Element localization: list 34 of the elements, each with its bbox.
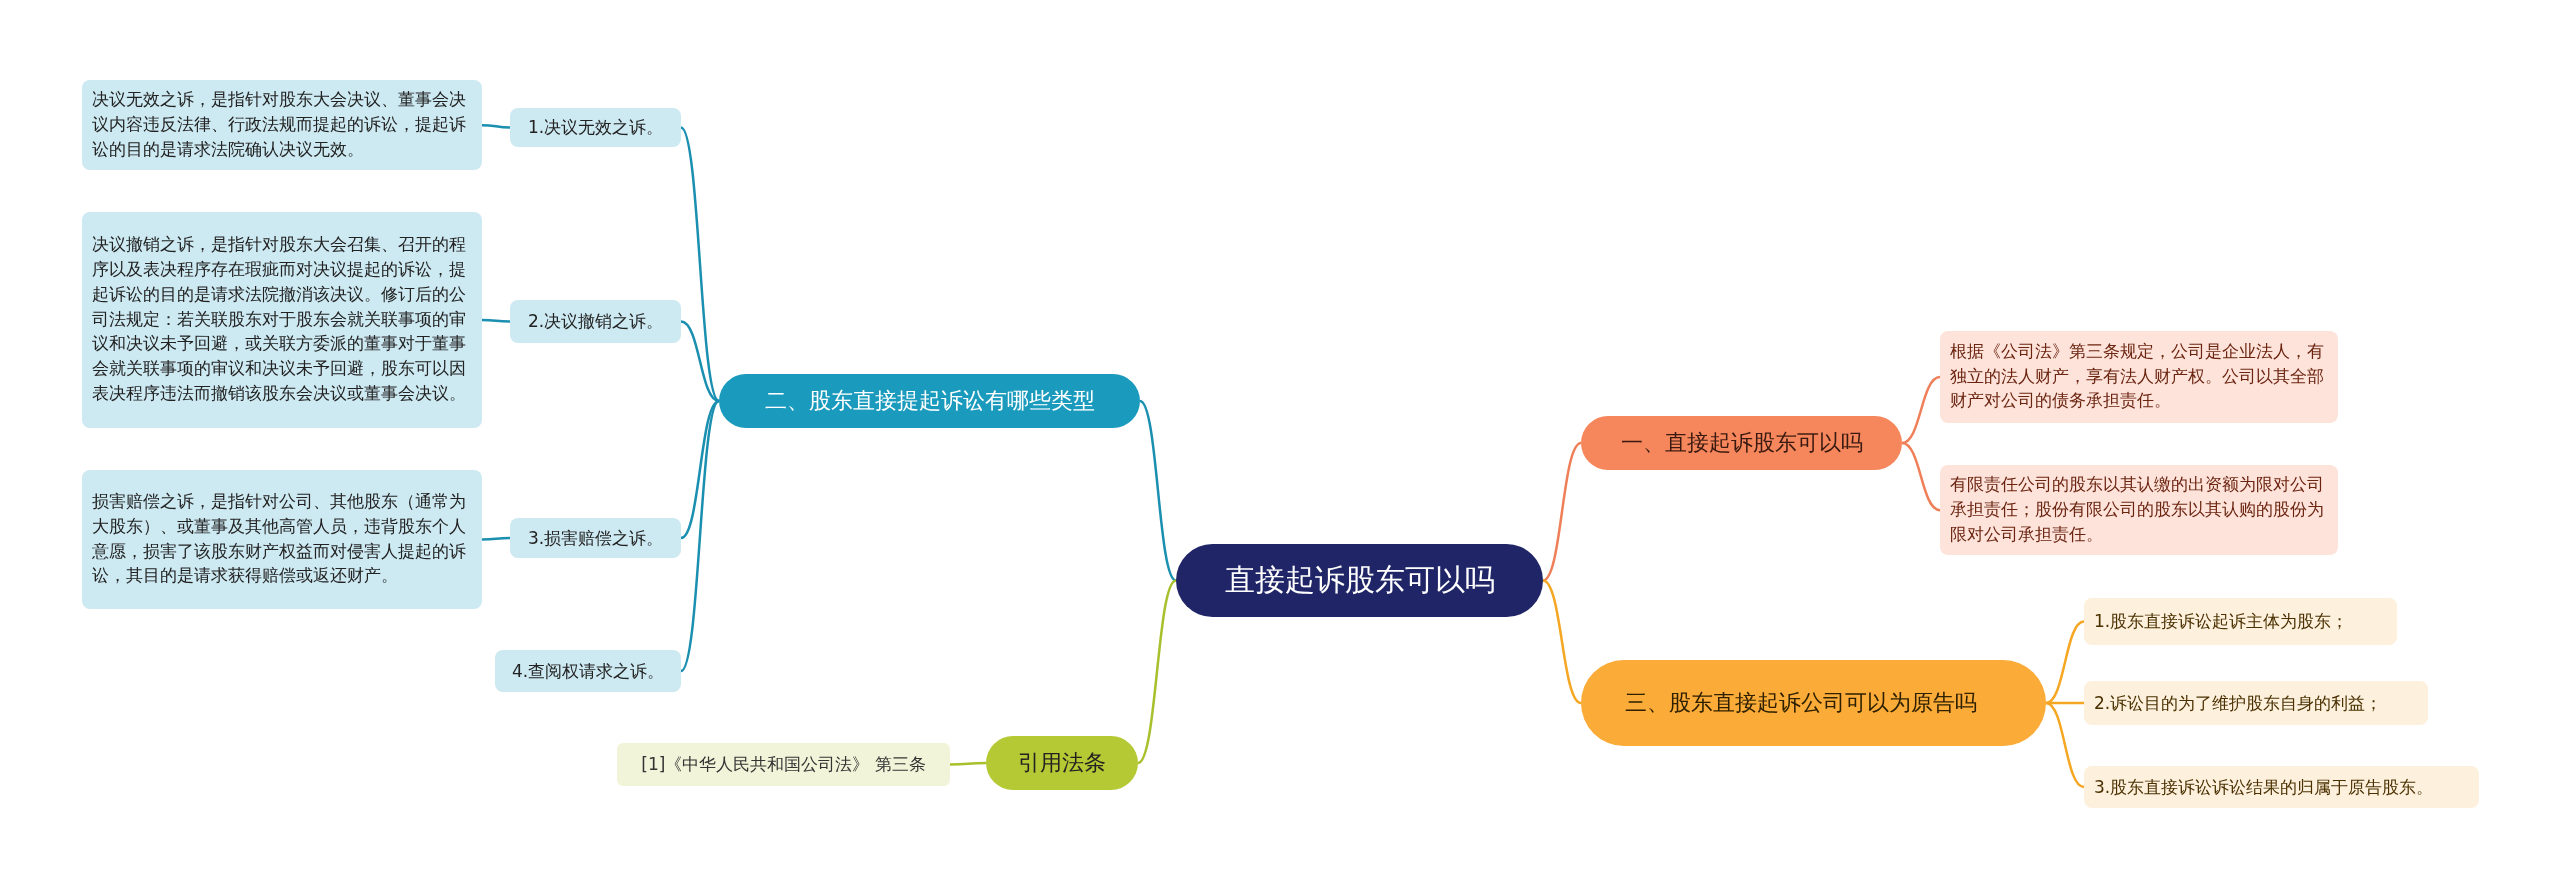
subtopic: 2.决议撤销之诉。 <box>510 300 681 343</box>
connector-line <box>1139 400 1177 582</box>
subtopic: 2.诉讼目的为了维护股东自身的利益； <box>2084 681 2428 725</box>
reference-box: [1]《中华人民共和国公司法》 第三条 <box>617 743 950 786</box>
branch-topic: 二、股东直接提起诉讼有哪些类型 <box>719 374 1140 428</box>
connector-line <box>482 536 510 541</box>
connector-line <box>1137 579 1177 764</box>
connector-line <box>1542 579 1582 705</box>
connector-line <box>1542 441 1582 582</box>
connector-line <box>2046 701 2084 705</box>
branch-topic: 一、直接起诉股东可以吗 <box>1581 416 1902 470</box>
central-topic: 直接起诉股东可以吗 <box>1176 544 1543 617</box>
connector-line <box>680 400 720 672</box>
connector-line <box>482 318 510 323</box>
note-box: 损害赔偿之诉，是指针对公司、其他股东（通常为大股东）、或董事及其他高管人员，违背股东个人意愿，损害了该股东财产权益而对侵害人提起的诉讼，其目的是请求获得赔偿或返还财产。 <box>82 470 482 609</box>
connector-line <box>680 126 720 402</box>
note-box: 决议无效之诉，是指针对股东大会决议、董事会决议内容违反法律、行政法规而提起的诉讼，提起诉讼的目的是请求法院确认决议无效。 <box>82 80 482 171</box>
connector-line <box>680 320 720 403</box>
connector-line <box>482 123 510 129</box>
subtopic: 1.决议无效之诉。 <box>510 108 681 147</box>
note-box: 决议撤销之诉，是指针对股东大会召集、召开的程序以及表决程序存在瑕疵而对决议提起的诉讼，提起诉讼的目的是请求法院撤消该决议。修订后的公司法规定：若关联股东对于股东会就关联事项的审议和决议未予回避，或关联方委派的董事对于董事会就关联事项的审议和决议未予回避，股东可以因表决程序违法而撤销该股东会决议或董事会决议。 <box>82 212 482 428</box>
branch-topic: 三、股东直接起诉公司可以为原告吗 <box>1581 660 2046 746</box>
connector-line <box>2045 701 2085 789</box>
subtopic: 3.损害赔偿之诉。 <box>510 518 681 558</box>
connector-line <box>2045 620 2085 705</box>
connector-line <box>1901 375 1941 445</box>
note-box: 根据《公司法》第三条规定，公司是企业法人，有独立的法人财产，享有法人财产权。公司以其全部财产对公司的债务承担责任。 <box>1940 331 2338 423</box>
subtopic: 3.股东直接诉讼诉讼结果的归属于原告股东。 <box>2084 766 2479 808</box>
subtopic: 1.股东直接诉讼起诉主体为股东； <box>2084 598 2397 645</box>
connector-line <box>1901 441 1941 512</box>
branch-topic: 引用法条 <box>986 736 1138 790</box>
note-box: 有限责任公司的股东以其认缴的出资额为限对公司承担责任；股份有限公司的股东以其认购的股份为限对公司承担责任。 <box>1940 465 2338 556</box>
connector-line <box>950 761 986 766</box>
subtopic: 4.查阅权请求之诉。 <box>495 650 681 692</box>
